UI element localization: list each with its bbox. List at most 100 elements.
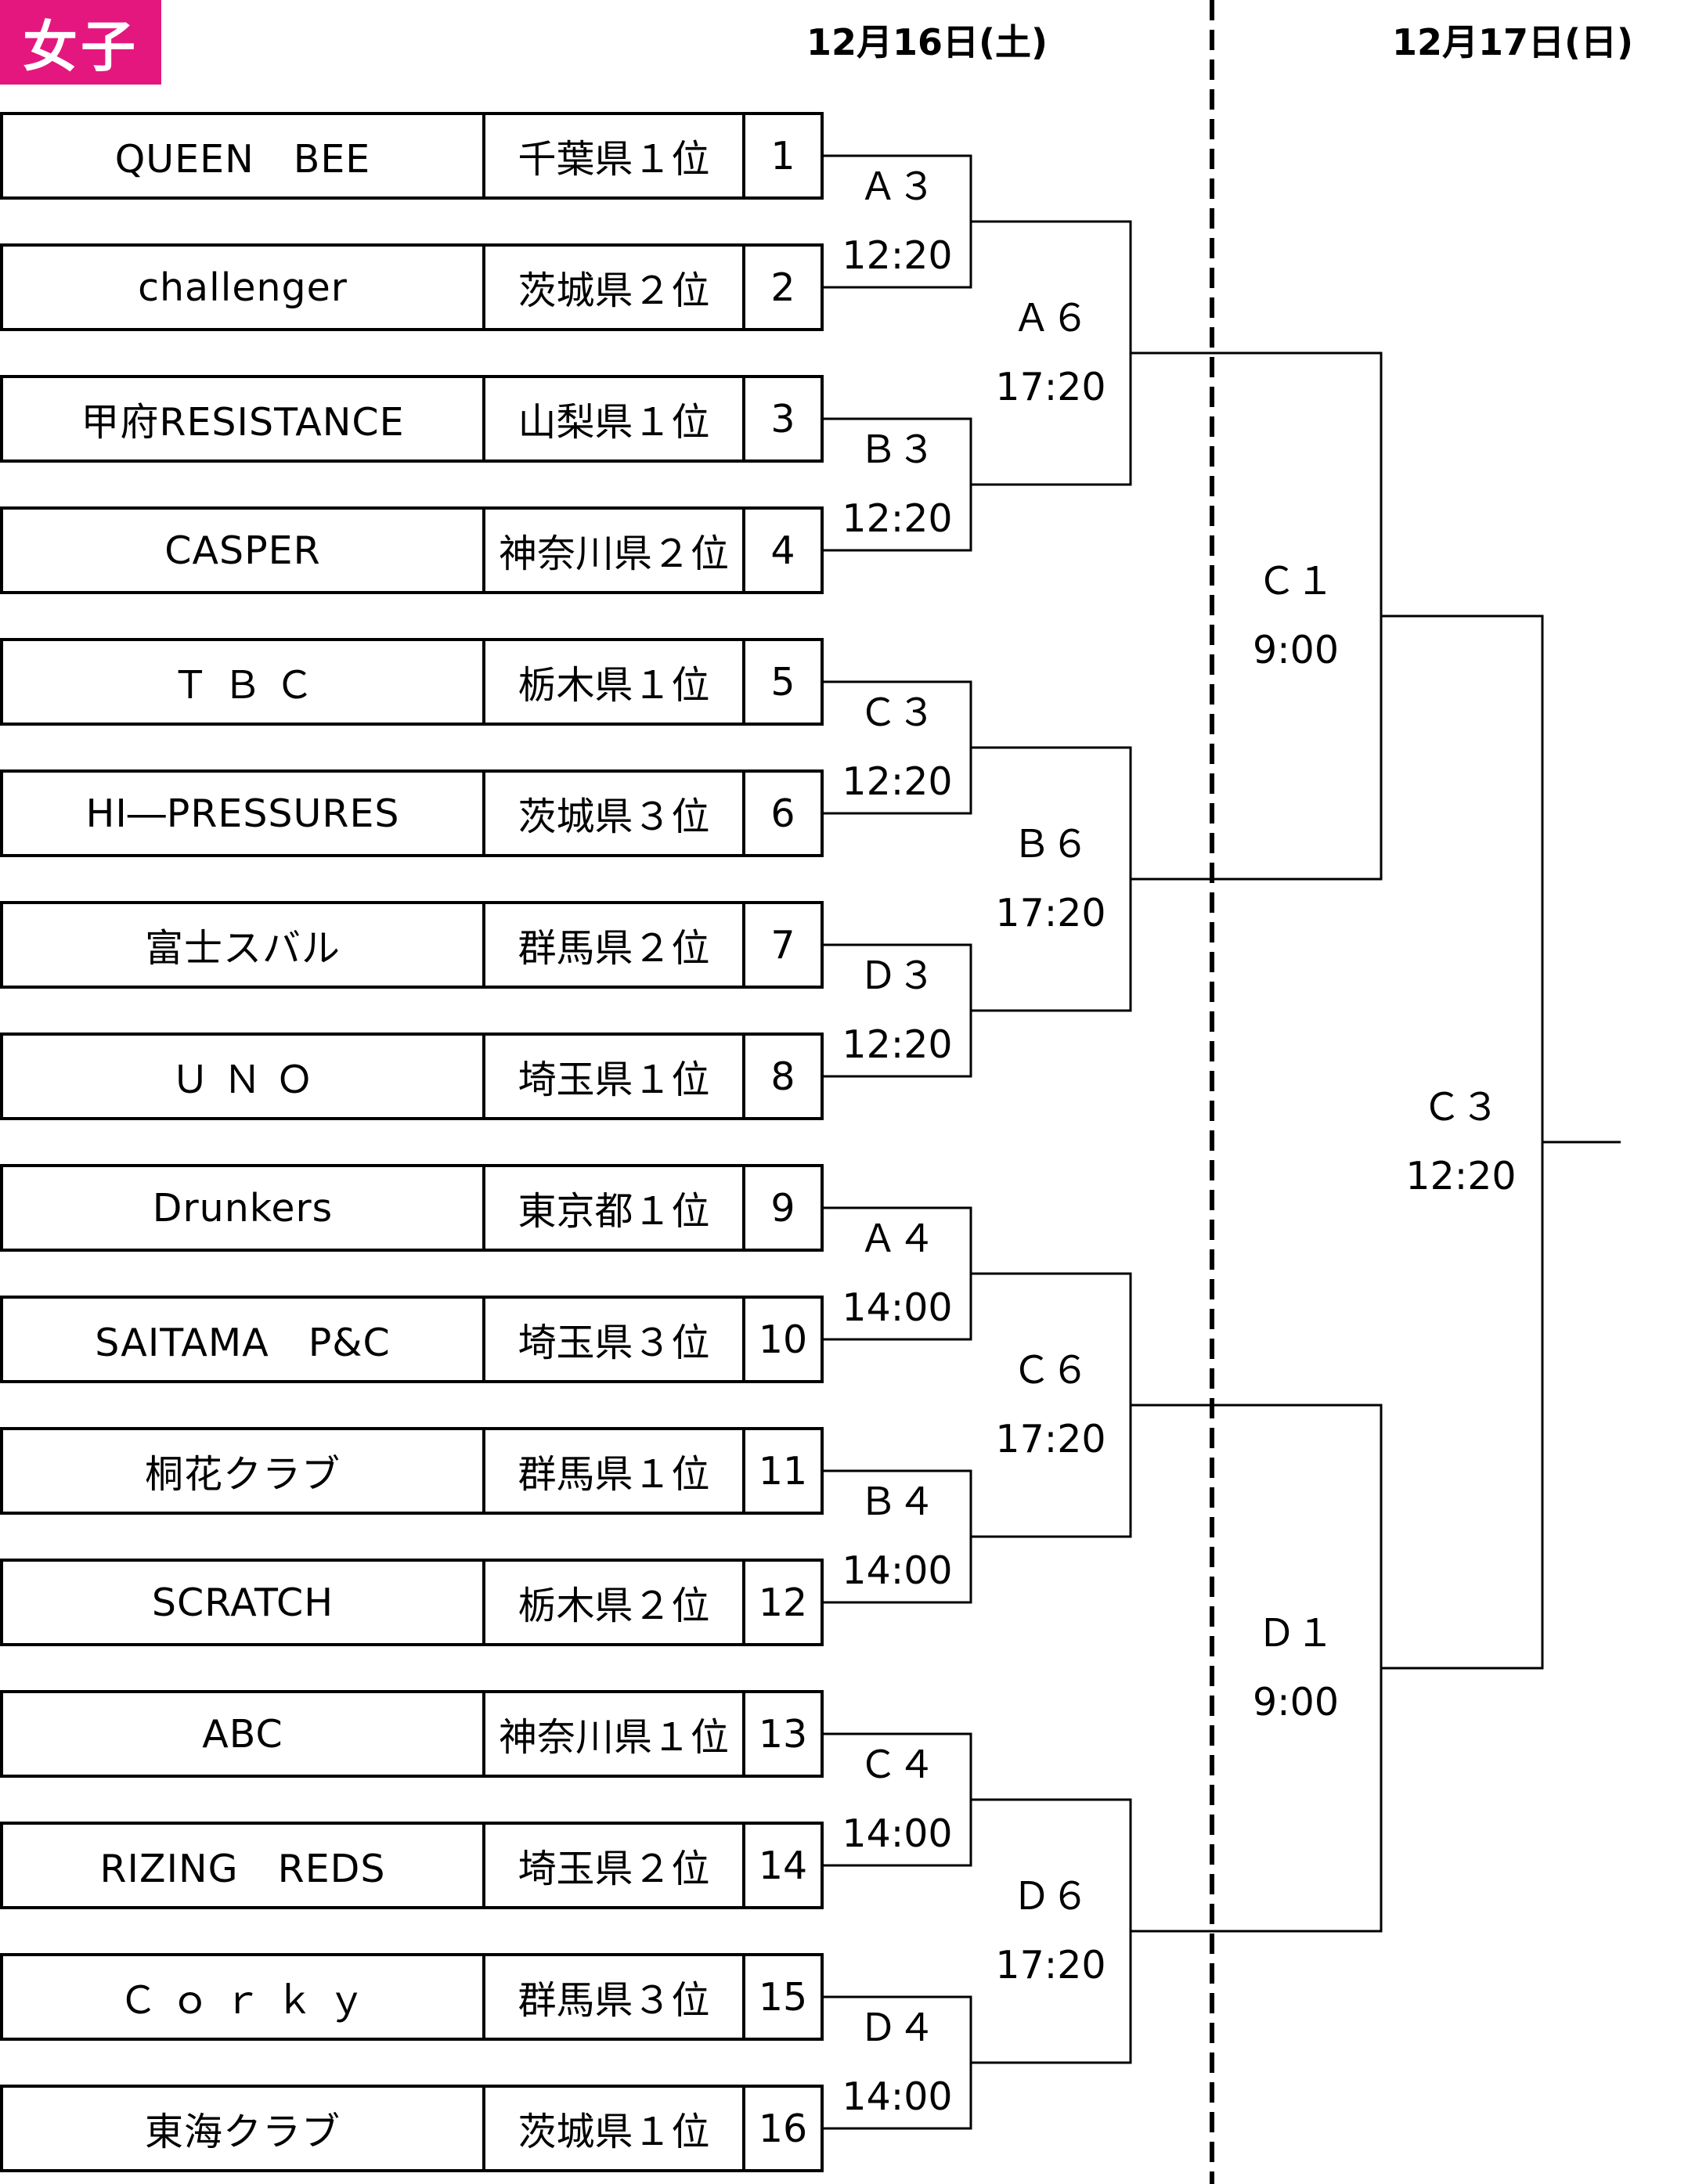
team-prefecture-rank: 山梨県１位	[482, 375, 745, 463]
match-time: 14:00	[842, 1548, 953, 1593]
match-court: Ｃ１	[1257, 559, 1334, 604]
match-court: Ｂ３	[858, 427, 936, 472]
match-time: 9:00	[1252, 1680, 1340, 1724]
match-court: Ｄ３	[858, 953, 936, 998]
match-court: Ａ６	[1012, 296, 1089, 341]
match-time: 12:20	[842, 1022, 953, 1067]
team-prefecture-rank: 栃木県１位	[482, 638, 745, 726]
match-court: Ｄ６	[1012, 1874, 1089, 1919]
match-court: Ｃ４	[858, 1743, 936, 1787]
match-time: 12:20	[842, 496, 953, 541]
team-prefecture-rank: 群馬県２位	[482, 901, 745, 989]
team-seed-number: 5	[742, 638, 824, 726]
team-prefecture-rank: 埼玉県２位	[482, 1822, 745, 1909]
team-prefecture-rank: 神奈川県１位	[482, 1690, 745, 1778]
category-badge: 女子	[0, 0, 161, 85]
team-seed-number: 16	[742, 2085, 824, 2172]
match-time: 14:00	[842, 1285, 953, 1330]
match-time: 17:20	[995, 365, 1106, 409]
team-prefecture-rank: 群馬県１位	[482, 1427, 745, 1515]
match-time: 12:20	[1405, 1154, 1517, 1198]
team-name: Ｔ Ｂ Ｃ	[0, 638, 485, 726]
match-time: 17:20	[995, 1417, 1106, 1461]
team-seed-number: 13	[742, 1690, 824, 1778]
semifinal-match-label: Ｄ１ 9:00	[1217, 1606, 1374, 1731]
team-seed-number: 6	[742, 769, 824, 857]
match-time: 14:00	[842, 1811, 953, 1856]
match-time: 12:20	[842, 759, 953, 804]
match-time: 17:20	[995, 891, 1106, 935]
team-name: 桐花クラブ	[0, 1427, 485, 1515]
team-name: QUEEN BEE	[0, 112, 485, 200]
match-court: Ｃ６	[1012, 1348, 1089, 1393]
team-name: SCRATCH	[0, 1559, 485, 1646]
team-prefecture-rank: 千葉県１位	[482, 112, 745, 200]
day2-date: 12月17日(日)	[1392, 21, 1634, 63]
match-court: Ｂ４	[858, 1479, 936, 1524]
match-court: Ｃ３	[858, 690, 936, 735]
team-name: Drunkers	[0, 1164, 485, 1252]
team-seed-number: 14	[742, 1822, 824, 1909]
match-court: Ｄ１	[1257, 1611, 1334, 1656]
round1-match-label: Ｂ３ 12:20	[819, 422, 976, 547]
round2-match-label: Ａ６ 17:20	[972, 290, 1129, 416]
round1-match-label: Ａ３ 12:20	[819, 159, 976, 284]
round2-match-label: Ｂ６ 17:20	[972, 816, 1129, 942]
team-prefecture-rank: 埼玉県１位	[482, 1033, 745, 1120]
team-name: HI―PRESSURES	[0, 769, 485, 857]
day1-date: 12月16日(土)	[806, 21, 1048, 63]
team-name: 富士スバル	[0, 901, 485, 989]
team-seed-number: 1	[742, 112, 824, 200]
team-name: ABC	[0, 1690, 485, 1778]
team-seed-number: 12	[742, 1559, 824, 1646]
round1-match-label: Ｃ３ 12:20	[819, 685, 976, 810]
match-court: Ｄ４	[858, 2006, 936, 2050]
match-court: Ｂ６	[1012, 822, 1089, 867]
team-name: Ｃ ｏ ｒ ｋ ｙ	[0, 1953, 485, 2041]
round1-match-label: Ａ４ 14:00	[819, 1211, 976, 1336]
team-name: challenger	[0, 243, 485, 331]
round1-match-label: Ｂ４ 14:00	[819, 1474, 976, 1599]
team-seed-number: 8	[742, 1033, 824, 1120]
team-prefecture-rank: 茨城県３位	[482, 769, 745, 857]
team-name: 東海クラブ	[0, 2085, 485, 2172]
team-seed-number: 3	[742, 375, 824, 463]
round2-match-label: Ｄ６ 17:20	[972, 1869, 1129, 1994]
team-prefecture-rank: 東京都１位	[482, 1164, 745, 1252]
final-match-label: Ｃ３ 12:20	[1383, 1079, 1539, 1205]
team-prefecture-rank: 茨城県２位	[482, 243, 745, 331]
match-court: Ａ４	[858, 1216, 936, 1261]
match-time: 12:20	[842, 233, 953, 278]
team-seed-number: 4	[742, 506, 824, 594]
round1-match-label: Ｄ３ 12:20	[819, 948, 976, 1073]
team-prefecture-rank: 神奈川県２位	[482, 506, 745, 594]
team-name: Ｕ Ｎ Ｏ	[0, 1033, 485, 1120]
round1-match-label: Ｃ４ 14:00	[819, 1737, 976, 1862]
match-time: 14:00	[842, 2074, 953, 2119]
match-court: Ａ３	[858, 164, 936, 209]
team-seed-number: 2	[742, 243, 824, 331]
team-seed-number: 7	[742, 901, 824, 989]
team-seed-number: 10	[742, 1296, 824, 1383]
team-prefecture-rank: 栃木県２位	[482, 1559, 745, 1646]
match-court: Ｃ３	[1422, 1085, 1499, 1130]
team-name: SAITAMA P&C	[0, 1296, 485, 1383]
round2-match-label: Ｃ６ 17:20	[972, 1342, 1129, 1468]
round1-match-label: Ｄ４ 14:00	[819, 2000, 976, 2125]
match-time: 17:20	[995, 1943, 1106, 1988]
